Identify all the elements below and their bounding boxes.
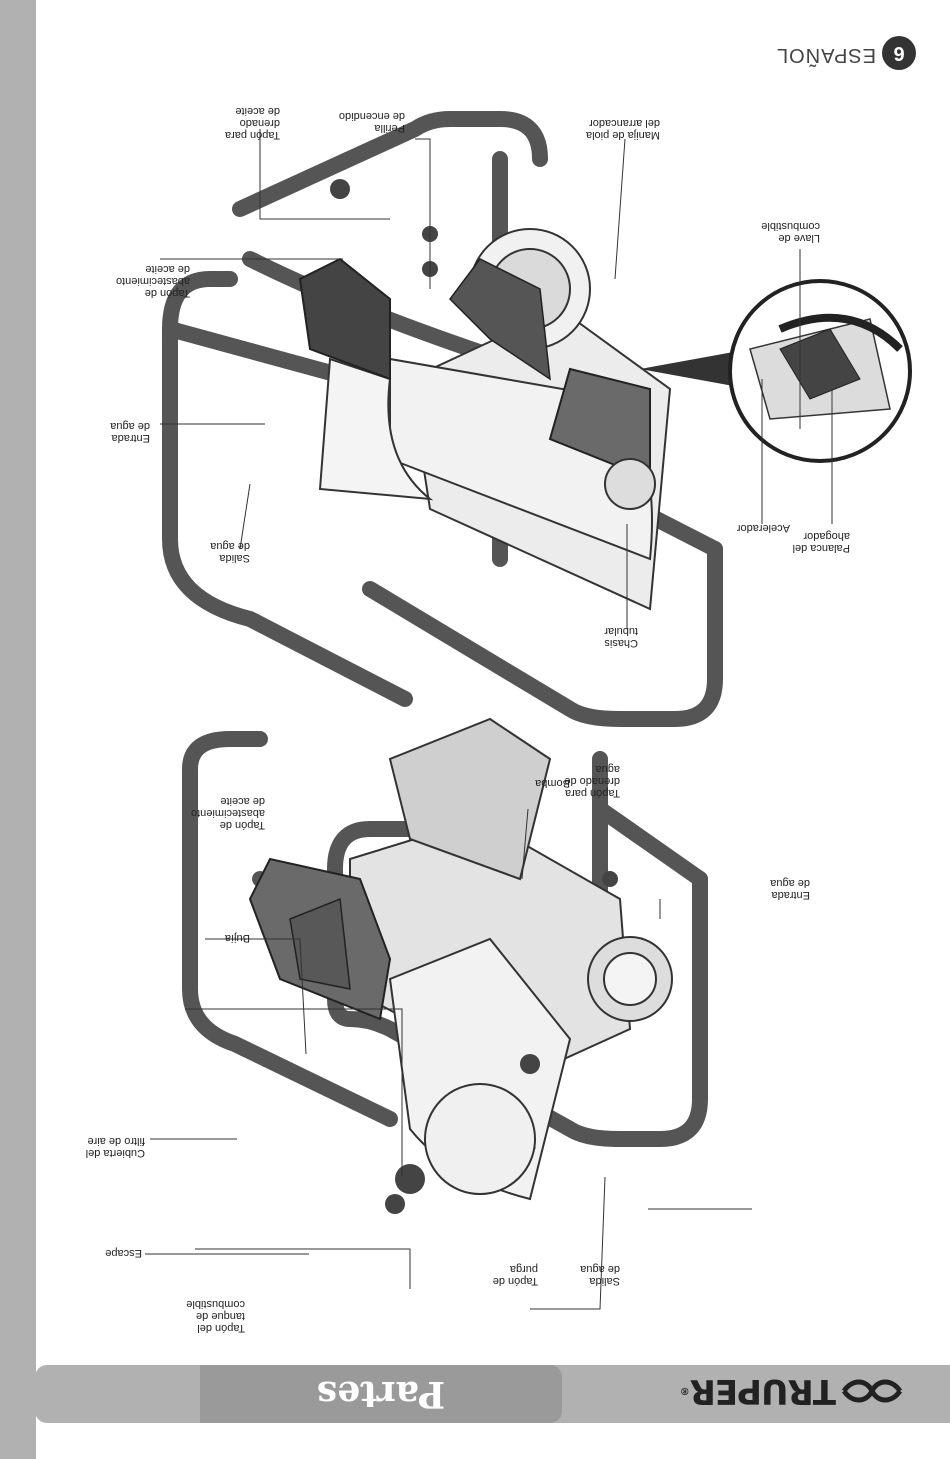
label-water-inlet-back: Entrada de agua bbox=[110, 420, 150, 444]
label-starter-handle: Manija de piola del arrancador bbox=[586, 117, 660, 141]
label-throttle: Acelerador bbox=[736, 522, 790, 534]
label-choke-lever: Palanca del ahogador bbox=[792, 530, 851, 554]
label-oil-fill-cap-back: Tapón de abastecimiento de aceite bbox=[116, 263, 190, 299]
label-oil-drain-plug: Tapón para drenado de aceite bbox=[224, 105, 280, 141]
truper-logo-icon bbox=[842, 1379, 902, 1403]
label-fuel-valve: Llave de combustible bbox=[761, 220, 820, 244]
back-engine bbox=[298, 179, 672, 611]
back-leaders bbox=[160, 129, 833, 629]
front-engine bbox=[248, 717, 673, 1214]
label-tubular-frame: Chasis tubular bbox=[604, 625, 638, 649]
label-water-outlet-back: Salida de agua bbox=[210, 540, 250, 564]
brand-logo: TRUPER ® bbox=[681, 1371, 902, 1411]
label-ignition-switch: Perilla de encendido bbox=[338, 110, 405, 134]
front-leaders bbox=[145, 808, 752, 1310]
zoom-callout bbox=[640, 279, 912, 463]
